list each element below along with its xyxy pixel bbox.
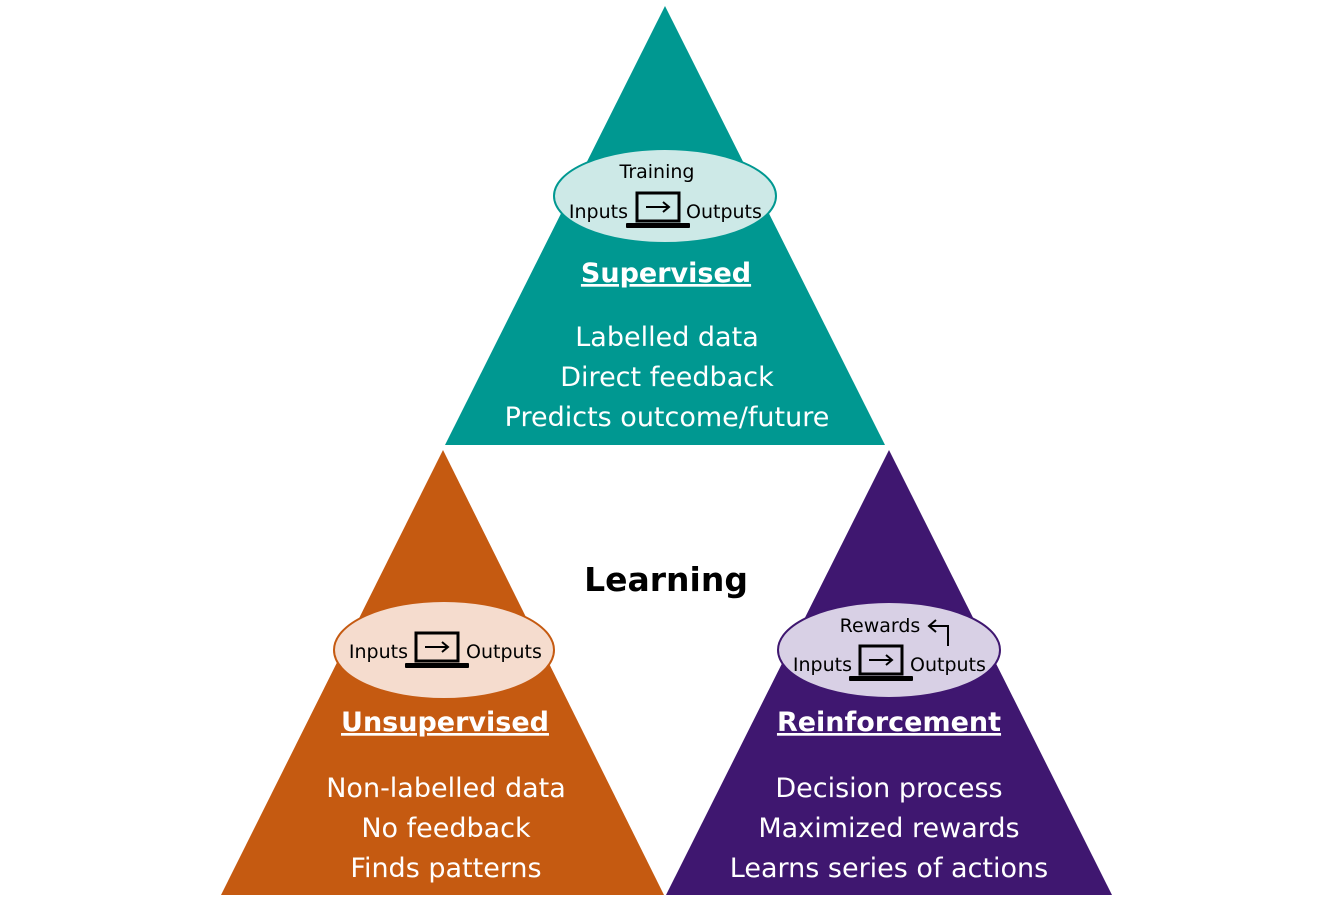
- supervised-ellipse-top-label: Training: [619, 161, 695, 183]
- reinforcement-ellipse-top-label: Rewards: [840, 615, 921, 637]
- reinforcement-line-3: Learns series of actions: [730, 853, 1048, 884]
- unsupervised-line-2: No feedback: [361, 813, 531, 844]
- reinforcement-line-1: Decision process: [775, 773, 1002, 804]
- unsupervised-line-3: Finds patterns: [350, 853, 541, 884]
- reinforcement-line-2: Maximized rewards: [758, 813, 1019, 844]
- supervised-outputs-label: Outputs: [686, 201, 762, 223]
- unsupervised-inputs-label: Inputs: [349, 641, 408, 663]
- supervised-line-3: Predicts outcome/future: [505, 402, 830, 433]
- reinforcement-section: Rewards Inputs Outputs Reinforcement Dec…: [666, 450, 1112, 895]
- reinforcement-title: Reinforcement: [777, 707, 1001, 738]
- unsupervised-title: Unsupervised: [341, 707, 549, 738]
- unsupervised-outputs-label: Outputs: [466, 641, 542, 663]
- supervised-line-1: Labelled data: [575, 322, 759, 353]
- unsupervised-line-1: Non-labelled data: [326, 773, 566, 804]
- center-title: Learning: [584, 560, 748, 599]
- laptop-arrow-icon: [849, 644, 913, 681]
- supervised-inputs-label: Inputs: [569, 201, 628, 223]
- laptop-arrow-icon: [626, 191, 690, 228]
- supervised-line-2: Direct feedback: [560, 362, 774, 393]
- laptop-arrow-icon: [405, 631, 469, 668]
- reinforcement-inputs-label: Inputs: [793, 654, 852, 676]
- supervised-section: Training Inputs Outputs Supervised Label…: [445, 6, 885, 445]
- supervised-ellipse: [553, 148, 777, 244]
- feedback-arrow-icon: [927, 619, 949, 646]
- unsupervised-section: Inputs Outputs Unsupervised Non-labelled…: [221, 450, 664, 895]
- reinforcement-outputs-label: Outputs: [910, 654, 986, 676]
- supervised-title: Supervised: [581, 258, 751, 289]
